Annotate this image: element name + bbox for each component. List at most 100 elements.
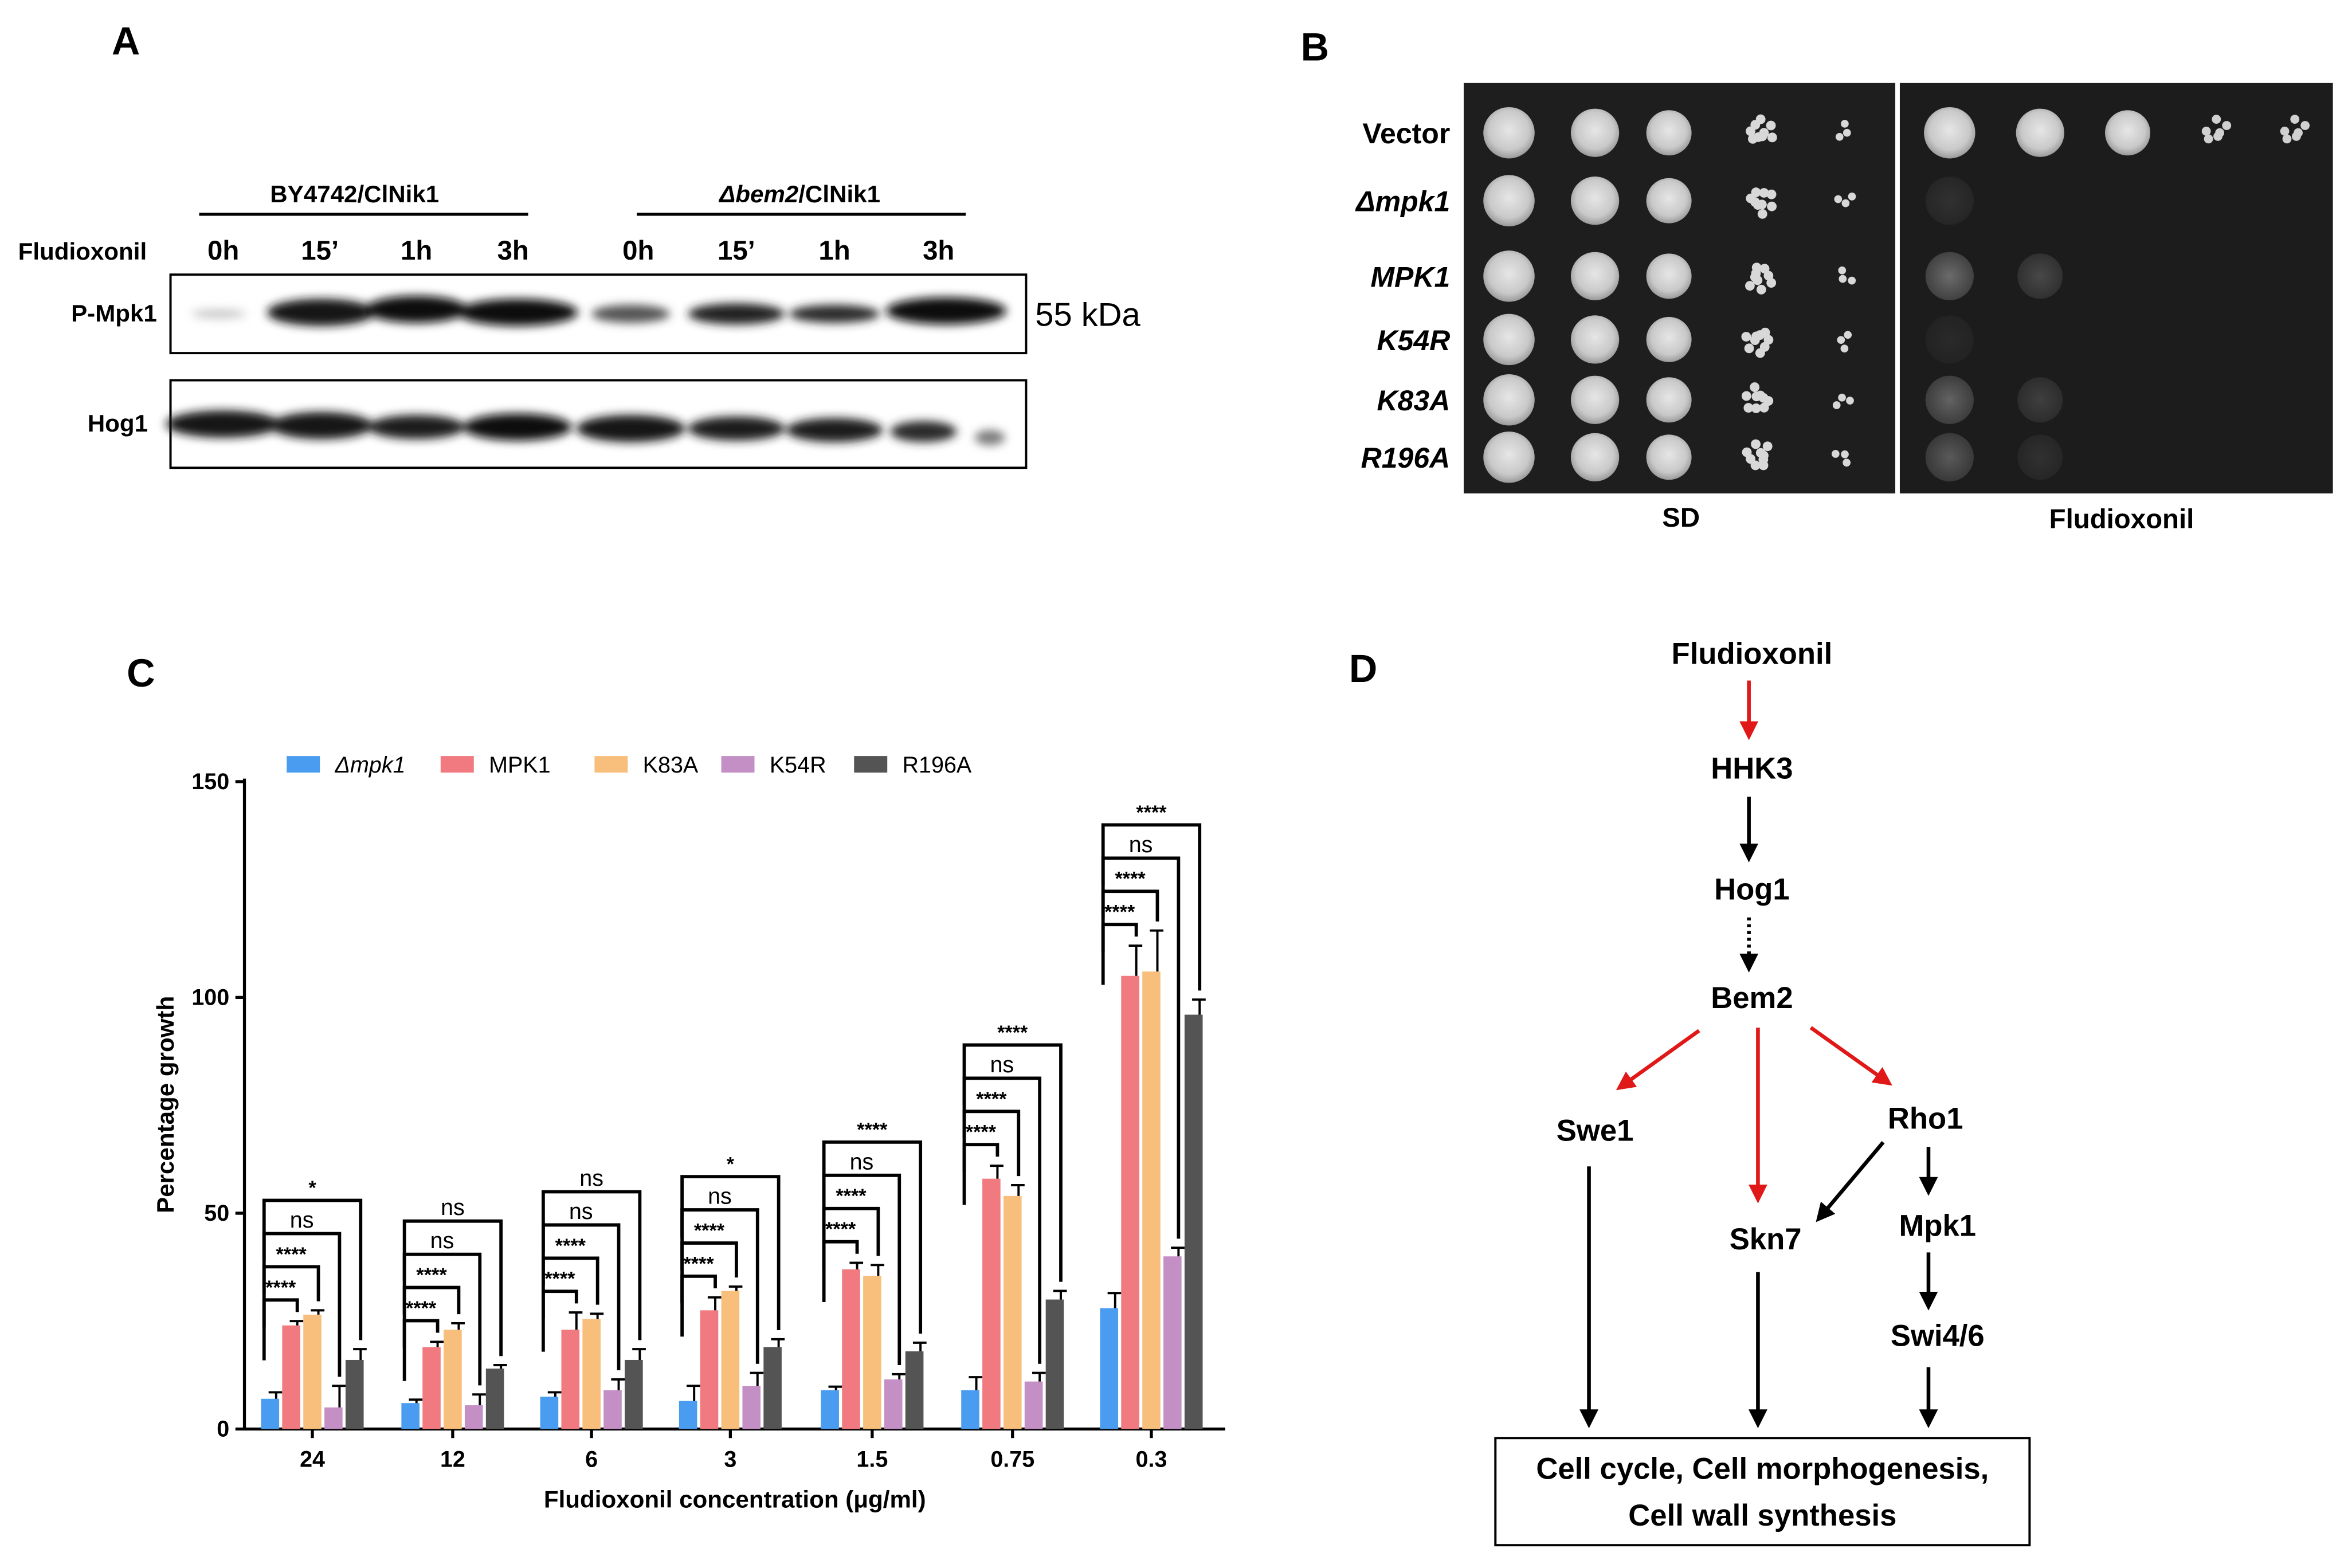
faint-growth-spot bbox=[1925, 252, 1974, 300]
colony-dot bbox=[1766, 120, 1776, 131]
colony-dot bbox=[1750, 120, 1761, 130]
growth-spot bbox=[1646, 178, 1692, 224]
x-axis-label: Fludioxonil concentration (μg/ml) bbox=[544, 1485, 926, 1512]
band bbox=[457, 299, 578, 326]
growth-spot bbox=[2016, 108, 2064, 157]
bar bbox=[464, 1405, 483, 1429]
y-axis-label: Percentage growth bbox=[152, 996, 179, 1213]
colony-dot bbox=[1843, 128, 1851, 137]
colony-dot bbox=[1758, 393, 1769, 403]
colony-dot bbox=[1750, 382, 1760, 393]
bar bbox=[345, 1359, 364, 1429]
bar bbox=[303, 1314, 322, 1429]
time-label: 3h bbox=[497, 236, 529, 266]
significance-bracket bbox=[1101, 856, 1181, 1239]
band bbox=[688, 416, 785, 441]
colony-dot bbox=[1759, 342, 1770, 352]
bar bbox=[905, 1351, 924, 1429]
growth-spot bbox=[1924, 107, 1975, 159]
panel-b-letter: B bbox=[1301, 25, 1329, 69]
significance-label: **** bbox=[836, 1185, 867, 1207]
bar bbox=[982, 1178, 1001, 1429]
node-hog1: Hog1 bbox=[1714, 872, 1790, 906]
node-mpk1: Mpk1 bbox=[1899, 1209, 1976, 1242]
colony-dot bbox=[2213, 132, 2222, 141]
faint-growth-spot bbox=[2017, 253, 2063, 299]
significance-bracket bbox=[402, 1219, 503, 1357]
colony-dot bbox=[2292, 132, 2301, 141]
bar bbox=[1142, 971, 1161, 1429]
significance-label: **** bbox=[694, 1220, 725, 1241]
pmpk1-bands bbox=[191, 296, 1007, 326]
colony-dot bbox=[1838, 393, 1846, 402]
panel-d: D Fludioxonil HHK3 Hog1 Bem2 Swe1 Rho1 S… bbox=[1349, 637, 2031, 1547]
x-tick-label: 0.75 bbox=[990, 1447, 1034, 1472]
bar bbox=[582, 1319, 601, 1429]
growth-spot bbox=[1483, 313, 1535, 366]
band bbox=[267, 299, 376, 326]
colony-dot bbox=[2282, 134, 2292, 144]
bar bbox=[863, 1276, 881, 1429]
band bbox=[591, 304, 671, 323]
band bbox=[885, 297, 1007, 325]
hog1-bands bbox=[166, 410, 1005, 445]
time-label: 0h bbox=[622, 236, 654, 266]
significance-label: **** bbox=[976, 1088, 1007, 1110]
legend-swatch bbox=[287, 756, 320, 773]
significance-label: ns bbox=[990, 1052, 1014, 1077]
significance-label: **** bbox=[683, 1253, 714, 1275]
colony-dot bbox=[1837, 336, 1845, 344]
panel-a-letter: A bbox=[112, 19, 140, 63]
bar bbox=[1003, 1195, 1022, 1429]
band bbox=[463, 413, 572, 441]
colony-dot bbox=[1846, 397, 1854, 405]
significance-bracket bbox=[822, 1206, 880, 1269]
colony-dot bbox=[1767, 201, 1777, 211]
bar bbox=[261, 1398, 280, 1429]
significance-label: ns bbox=[569, 1199, 593, 1224]
time-label: 1h bbox=[401, 236, 432, 266]
growth-spot bbox=[1646, 434, 1692, 480]
bar bbox=[884, 1379, 903, 1429]
colony-dot bbox=[1750, 197, 1760, 207]
group2-italic: Δbem2 bbox=[718, 181, 798, 207]
band bbox=[789, 304, 880, 323]
growth-spot bbox=[1570, 315, 1620, 364]
plate-sd-label: SD bbox=[1662, 503, 1700, 533]
colony-dot bbox=[1840, 344, 1849, 353]
significance-label: ns bbox=[708, 1184, 732, 1209]
band bbox=[786, 418, 883, 442]
x-tick-label: 1.5 bbox=[856, 1447, 888, 1472]
significance-bracket bbox=[822, 1140, 923, 1334]
growth-spot bbox=[1570, 375, 1620, 424]
group2-rest: /ClNik1 bbox=[798, 181, 880, 207]
faint-growth-spot bbox=[2017, 377, 2063, 423]
time-label: 1h bbox=[818, 236, 850, 266]
outcome-line1: Cell cycle, Cell morphogenesis, bbox=[1536, 1452, 1989, 1485]
significance-bracket bbox=[962, 1043, 1063, 1282]
faint-growth-spot bbox=[1925, 433, 1974, 481]
significance-bracket bbox=[680, 1175, 781, 1331]
colony-dot bbox=[1841, 120, 1849, 128]
band bbox=[270, 411, 373, 440]
bar bbox=[1121, 975, 1139, 1429]
colony-dot bbox=[1767, 132, 1777, 143]
significance-bracket bbox=[402, 1319, 440, 1381]
significance-label: * bbox=[727, 1154, 735, 1175]
bar bbox=[401, 1403, 420, 1429]
significance-bracket bbox=[541, 1223, 621, 1371]
significance-label: **** bbox=[1115, 868, 1146, 890]
colony-dot bbox=[1843, 458, 1851, 467]
significance-label: **** bbox=[416, 1264, 447, 1286]
significance-label: * bbox=[308, 1177, 316, 1199]
colony-dot bbox=[2280, 127, 2290, 136]
colony-dot bbox=[1834, 195, 1843, 203]
significance-bracket bbox=[541, 1256, 599, 1319]
significance-label: ns bbox=[1129, 832, 1153, 857]
growth-spot bbox=[1646, 253, 1692, 299]
legend-label: R196A bbox=[903, 752, 972, 778]
significance-bracket bbox=[262, 1232, 342, 1377]
colony-dot bbox=[1756, 284, 1766, 295]
colony-dot bbox=[1741, 332, 1751, 342]
